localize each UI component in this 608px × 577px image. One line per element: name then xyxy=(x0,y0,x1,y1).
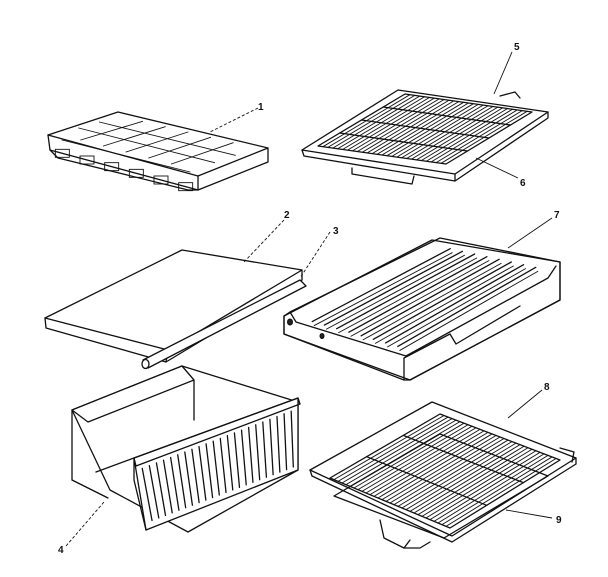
crisper-drawer-icon xyxy=(71,365,301,533)
callout-4: 4 xyxy=(58,545,64,556)
callout-2: 2 xyxy=(284,210,290,221)
leader-lines xyxy=(65,51,553,547)
shelf-trim-rod-icon xyxy=(141,279,307,370)
leader-7 xyxy=(507,217,553,249)
leader-8 xyxy=(507,389,543,419)
callout-3: 3 xyxy=(333,226,339,237)
callout-5: 5 xyxy=(514,42,520,53)
callout-8: 8 xyxy=(544,382,550,393)
leader-4 xyxy=(65,501,105,547)
callout-6: 6 xyxy=(520,178,526,189)
callout-7: 7 xyxy=(554,210,560,221)
leader-6 xyxy=(475,157,519,179)
ice-cube-tray-icon xyxy=(47,111,269,192)
callout-9: 9 xyxy=(556,515,562,526)
wire-shelf-icon xyxy=(301,89,549,185)
slatted-tray-icon xyxy=(283,237,561,381)
leader-5 xyxy=(493,51,513,95)
callouts: 1 2 3 4 5 6 7 8 9 xyxy=(58,42,562,556)
wire-rack-icon xyxy=(309,401,577,549)
leader-1 xyxy=(209,107,259,133)
callout-1: 1 xyxy=(258,102,264,113)
leader-3 xyxy=(299,231,331,279)
leader-9 xyxy=(505,509,553,519)
leader-2 xyxy=(243,219,285,263)
